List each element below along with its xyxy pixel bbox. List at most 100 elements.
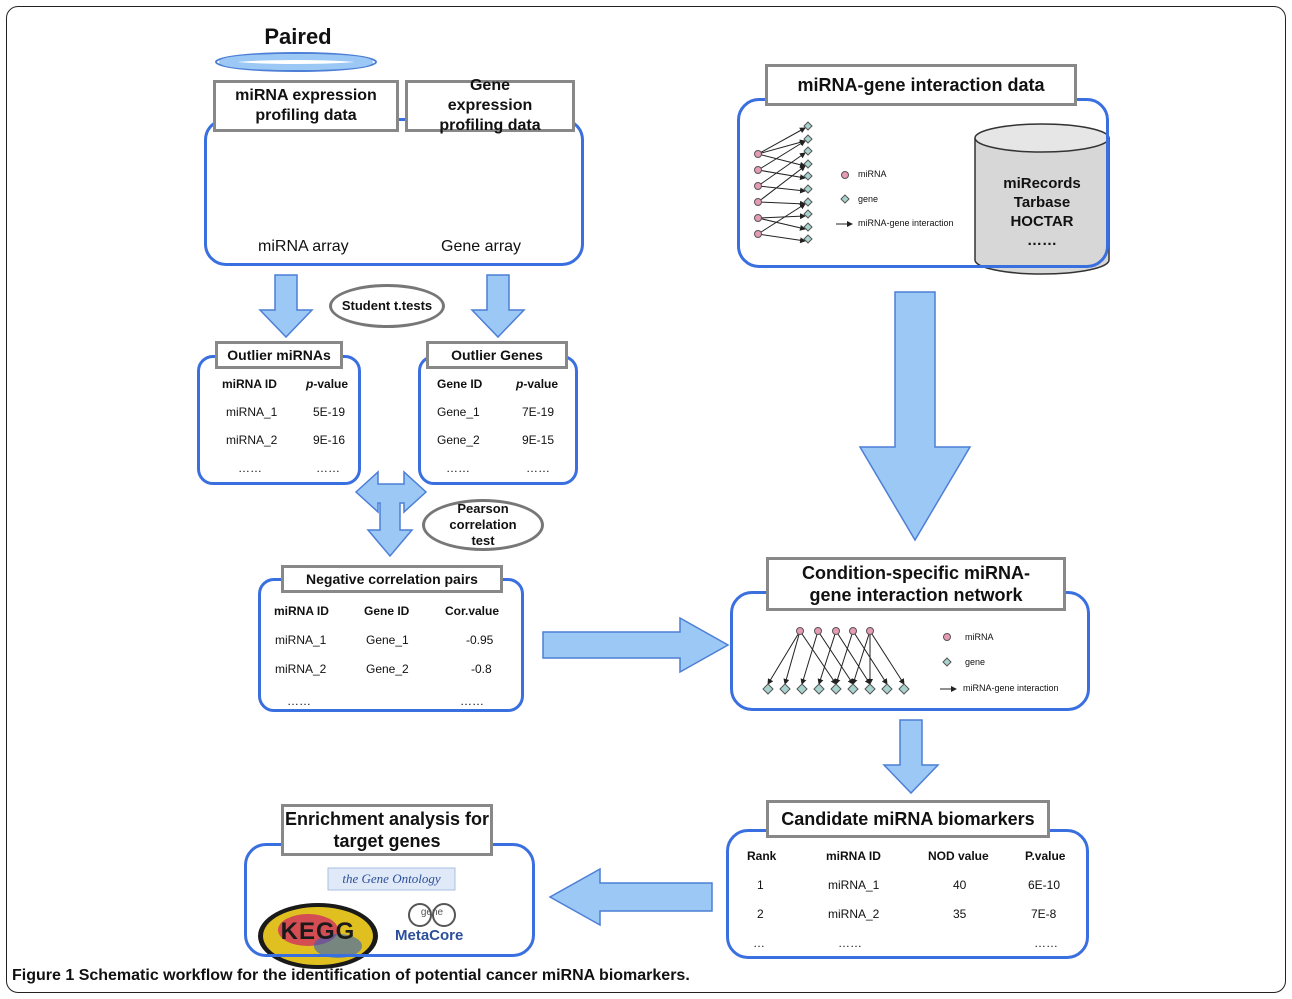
down-arrow-left	[258, 274, 314, 339]
condition-network-image	[767, 630, 905, 685]
neg-header-mirna: miRNA ID	[274, 604, 329, 618]
outlier-genes-r2-p: 9E-15	[522, 433, 555, 447]
mirna-array-label: miRNA array	[258, 238, 349, 255]
expression-panel	[204, 118, 584, 266]
cand-header-mirna: miRNA ID	[826, 849, 881, 863]
down-arrow-right	[470, 274, 526, 339]
outlier-genes-r3-id: ……	[446, 461, 470, 475]
gene-expression-title: Gene expression profiling data	[405, 77, 575, 134]
outlier-mirnas-title: Outlier miRNAs	[215, 341, 343, 369]
candidates-title: Candidate miRNA biomarkers	[766, 800, 1050, 838]
figure-caption-text: Schematic workflow for the identificatio…	[78, 967, 690, 984]
network-legend-interaction: miRNA-gene interaction	[963, 683, 1059, 693]
cand-r3-mirna: ……	[838, 936, 862, 950]
cand-r3-rank: …	[753, 936, 765, 950]
student-test-oval: Student t.tests	[329, 284, 445, 328]
neg-r2-cor: -0.8	[471, 662, 492, 676]
enrichment-title: Enrichment analysis for target genes	[281, 804, 493, 856]
condition-gene-nodes	[762, 683, 910, 695]
negative-pairs-title: Negative correlation pairs	[281, 565, 503, 593]
cand-r2-rank: 2	[757, 907, 764, 921]
kegg-logo-text: KEGG	[280, 918, 356, 945]
paired-label: Paired	[264, 24, 332, 49]
legend-gene-icon	[840, 194, 850, 204]
cand-r1-rank: 1	[757, 878, 764, 892]
interaction-legend-mirna: miRNA	[858, 169, 887, 179]
neg-r1-mirna: miRNA_1	[275, 633, 327, 647]
database-list: miRecords Tarbase HOCTAR ……	[985, 174, 1099, 250]
condition-mirna-nodes	[796, 627, 874, 635]
cand-r2-mirna: miRNA_2	[828, 907, 880, 921]
big-down-arrow	[858, 291, 972, 542]
cand-r1-p: 6E-10	[1028, 878, 1061, 892]
cand-r2-nod: 35	[953, 907, 967, 921]
legend2-mirna-icon	[943, 633, 951, 641]
interaction-gene-nodes	[803, 121, 813, 244]
neg-header-gene: Gene ID	[364, 604, 410, 618]
negative-pairs-panel	[258, 578, 524, 712]
cand-header-p: P.value	[1025, 849, 1066, 863]
right-arrow	[542, 616, 730, 674]
outlier-mirnas-r2-id: miRNA_2	[226, 433, 278, 447]
metacore-gene-mark: gene	[420, 907, 444, 918]
network-legend-gene: gene	[965, 657, 986, 667]
cand-r3-p: ……	[1034, 936, 1058, 950]
database-tarbase: Tarbase	[1013, 194, 1071, 211]
outlier-mirnas-r3-id: ……	[238, 461, 262, 475]
candidates-panel	[726, 829, 1089, 959]
neg-r2-mirna: miRNA_2	[275, 662, 327, 676]
neg-r2-gene: Gene_2	[366, 662, 409, 676]
outlier-genes-r1-id: Gene_1	[437, 405, 480, 419]
figure-frame	[6, 6, 1286, 993]
metacore-logo-icon	[408, 903, 456, 927]
kegg-logo-icon	[258, 903, 378, 969]
cand-r1-mirna: miRNA_1	[828, 878, 880, 892]
neg-r1-gene: Gene_1	[366, 633, 409, 647]
neg-r1-cor: -0.95	[466, 633, 494, 647]
mirna-expression-title: miRNA expression profiling data	[213, 80, 399, 132]
outlier-mirnas-r2-p: 9E-16	[313, 433, 346, 447]
interaction-legend-interaction: miRNA-gene interaction	[858, 218, 954, 228]
neg-header-cor: Cor.value	[445, 604, 500, 618]
database-mirecords: miRecords	[1003, 175, 1081, 192]
outlier-mirnas-r1-id: miRNA_1	[226, 405, 278, 419]
network-legend-mirna: miRNA	[965, 632, 994, 642]
figure-caption-label: Figure 1	[12, 967, 75, 984]
cand-r2-p: 7E-8	[1031, 907, 1057, 921]
gene-array-label: Gene array	[441, 238, 522, 255]
outlier-genes-header-id: Gene ID	[437, 377, 483, 391]
outlier-genes-title: Outlier Genes	[426, 341, 568, 369]
outlier-mirnas-r3-p: ……	[316, 461, 340, 475]
metacore-logo-text: MetaCore	[395, 927, 464, 944]
network-title: Condition-specific miRNA-gene interactio…	[766, 557, 1066, 611]
interaction-legend-gene: gene	[858, 194, 879, 204]
outlier-mirnas-r1-p: 5E-19	[313, 405, 346, 419]
interaction-data-title: miRNA-gene interaction data	[765, 64, 1077, 106]
gene-ontology-banner	[327, 867, 456, 891]
gene-ontology-logo: the Gene Ontology	[342, 871, 441, 886]
outlier-mirnas-header-p: p-value	[306, 377, 349, 391]
database-cylinder-icon	[974, 123, 1110, 275]
outlier-genes-header-p: p-value	[516, 377, 559, 391]
outlier-mirnas-header-id: miRNA ID	[222, 377, 277, 391]
down-arrow-network	[882, 719, 940, 795]
cand-r1-nod: 40	[953, 878, 967, 892]
pearson-test-oval: Pearson correlation test	[422, 499, 544, 551]
merge-arrow	[354, 470, 428, 558]
neg-r3-cor: ……	[460, 694, 484, 708]
cand-header-rank: Rank	[747, 849, 777, 863]
legend2-gene-icon	[942, 657, 952, 667]
neg-r3-mirna: ……	[287, 694, 311, 708]
legend-mirna-icon	[841, 171, 849, 179]
figure-caption: Figure 1 Schematic workflow for the iden…	[12, 967, 690, 985]
outlier-genes-r1-p: 7E-19	[522, 405, 555, 419]
interaction-mirna-nodes	[754, 150, 762, 238]
database-hoctar: HOCTAR	[1010, 213, 1074, 230]
interaction-network-image	[757, 127, 806, 244]
outlier-genes-r2-id: Gene_2	[437, 433, 480, 447]
outlier-genes-panel	[418, 355, 578, 485]
paired-ring-icon	[215, 52, 377, 72]
left-arrow	[548, 867, 713, 927]
cand-header-nod: NOD value	[928, 849, 989, 863]
database-more: ……	[1027, 232, 1057, 249]
